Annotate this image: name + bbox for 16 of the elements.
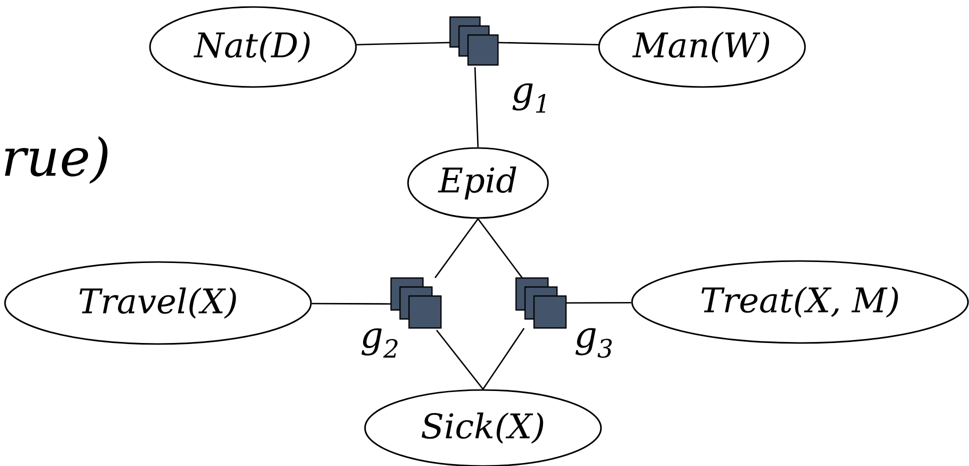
factor-drawing — [390, 277, 442, 329]
factor-drawing — [515, 277, 567, 329]
factor-label: g$_{1}$ — [512, 83, 546, 113]
factor-drawing — [449, 16, 499, 66]
connector-line — [356, 42, 450, 46]
factor-label: g$_{3}$ — [576, 328, 612, 358]
connector-line — [477, 218, 523, 278]
connector-line — [434, 218, 479, 278]
factor-label: g$_{2}$ — [361, 328, 398, 358]
connector-line — [474, 67, 479, 148]
connector-line — [312, 302, 391, 305]
cut-off-text: rue) — [4, 136, 108, 184]
connector-line — [482, 328, 525, 390]
connector-line — [498, 42, 598, 46]
connector-line — [436, 330, 484, 390]
connector-line — [566, 302, 632, 304]
